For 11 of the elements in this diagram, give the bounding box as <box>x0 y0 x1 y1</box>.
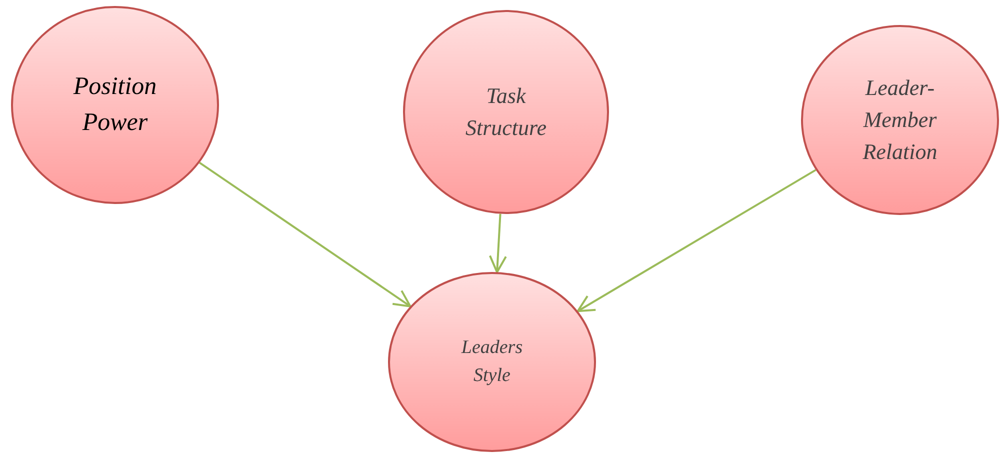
node-label: Leaders Style <box>460 336 524 388</box>
ellipse-node <box>403 10 609 214</box>
node-label: Position Power <box>72 72 158 138</box>
arrow <box>576 169 816 312</box>
ellipse-node <box>801 25 999 215</box>
ellipse-node <box>388 272 596 452</box>
arrow <box>488 214 507 274</box>
node-label: Task Structure <box>464 82 548 142</box>
ellipse-node <box>11 6 219 204</box>
node-label: Leader- Member Relation <box>862 74 938 166</box>
arrow <box>199 162 412 308</box>
